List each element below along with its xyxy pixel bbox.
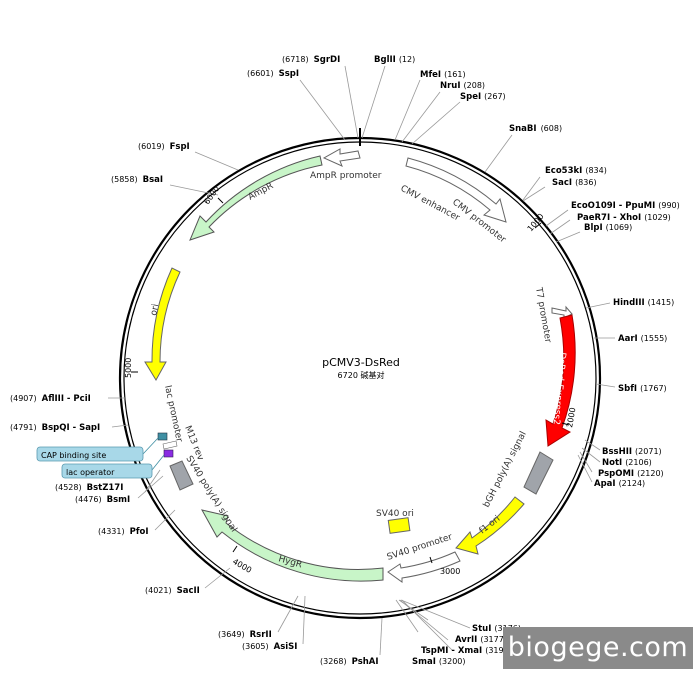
feature-dsred	[545, 314, 576, 447]
feature-cap-leader	[142, 437, 159, 455]
watermark: biogege.com	[503, 627, 693, 669]
feature-f1-ori	[455, 496, 525, 555]
site-mfei: MfeI(161)	[420, 70, 466, 80]
site-spei: SpeI(267)	[460, 92, 506, 102]
site-bstz17i: (4528)BstZ17I	[55, 483, 123, 493]
site-hindiii: HindIII(1415)	[613, 298, 674, 308]
plasmid-name: pCMV3-DsRed	[322, 356, 400, 369]
site-bglii: BglII(12)	[374, 55, 415, 65]
site-pshai: (3268)PshAI	[320, 657, 379, 667]
callout-label-cap: CAP binding site	[41, 451, 106, 460]
site-sbfi: SbfI(1767)	[618, 384, 667, 394]
tick-2000: 2000	[565, 407, 577, 429]
callouts: CAP binding site lac operator	[36, 446, 153, 479]
feature-ori	[144, 267, 181, 381]
feature-cmv	[405, 157, 507, 223]
site-saci-836: SacI(836)	[552, 178, 597, 188]
site-labels: (6718)SgrDI BglII(12) (6601)SspI MfeI(16…	[10, 55, 680, 667]
feature-bgh-polya	[523, 451, 554, 495]
feature-ampr	[189, 155, 323, 241]
feature-label-ori: ori	[149, 303, 161, 317]
feature-cap-site	[157, 432, 168, 441]
site-pfoi: (4331)PfoI	[98, 527, 149, 537]
feature-m13-mark	[162, 440, 178, 450]
site-xhoi: PaeR7I - XhoI(1029)	[577, 213, 671, 223]
feature-sv40-ori	[387, 517, 411, 534]
feature-sv40-promoter	[387, 551, 461, 583]
tick-6000: 6000	[202, 184, 221, 206]
site-noti: NotI(2106)	[602, 458, 652, 468]
feature-ampr-promoter	[322, 148, 361, 167]
tick-4000: 4000	[231, 557, 253, 575]
feature-lac-operator	[163, 449, 174, 458]
site-snabi: SnaBI(608)	[509, 124, 562, 134]
site-afliii: (4907)AflIII - PciI	[10, 394, 91, 404]
callout-label-lac-operator: lac operator	[66, 468, 115, 477]
site-sgrdi: (6718)SgrDI	[282, 55, 340, 65]
callout-cap-binding-site	[36, 446, 144, 462]
site-leaders	[108, 65, 616, 656]
site-bsshii: BssHII(2071)	[602, 447, 662, 457]
site-sacii: (4021)SacII	[145, 586, 200, 596]
site-avrii: AvrII(3177)	[455, 635, 507, 645]
site-blpi: BlpI(1069)	[584, 223, 632, 233]
site-smai: SmaI(3200)	[412, 657, 466, 667]
site-pspomi: PspOMI(2120)	[598, 469, 664, 479]
feature-label-t7-promoter: T7 promoter	[533, 286, 553, 344]
plasmid-length: 6720 碱基对	[338, 370, 385, 380]
callout-lac-operator	[61, 463, 153, 479]
tick-5000: 5000	[124, 358, 133, 378]
feature-label-ampr-promoter: AmpR promoter	[310, 171, 382, 181]
site-sspi: (6601)SspI	[247, 69, 299, 79]
site-aari: AarI(1555)	[618, 334, 667, 344]
tick-3000: 3000	[440, 567, 460, 576]
site-nrui: NruI(208)	[440, 81, 485, 91]
site-bsai: (5858)BsaI	[111, 175, 163, 185]
site-sapi: (4791)BspQI - SapI	[10, 423, 100, 433]
site-rsrii: (3649)RsrII	[218, 630, 272, 640]
feature-label-bgh-polya: bGH poly(A) signal	[482, 430, 529, 509]
site-xmai: TspMI - XmaI(3198)	[421, 646, 512, 656]
site-asisi: (3605)AsiSI	[242, 642, 297, 652]
site-apai: ApaI(2124)	[594, 479, 645, 489]
feature-hygr	[201, 509, 384, 582]
site-eco0109i: EcoO109I - PpuMI(990)	[571, 201, 680, 211]
site-bsmi: (4476)BsmI	[75, 495, 130, 505]
site-fspi: (6019)FspI	[138, 142, 190, 152]
feature-lac-leader	[151, 454, 165, 471]
feature-sv40-polya	[169, 460, 194, 491]
site-eco53ki: Eco53kI(834)	[545, 166, 607, 176]
feature-label-sv40-ori: SV40 ori	[376, 509, 414, 519]
